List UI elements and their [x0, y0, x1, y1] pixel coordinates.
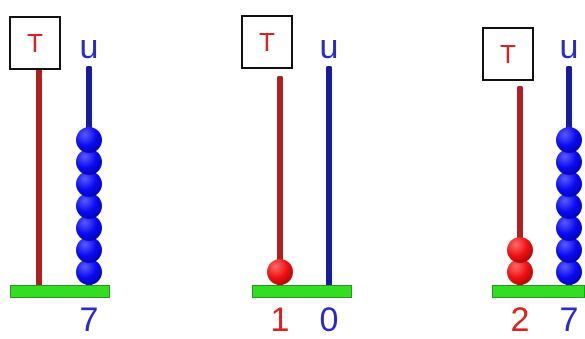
tens-rod [36, 66, 42, 288]
units-bead [556, 215, 582, 241]
abacus-3: T u 2 7 [475, 0, 585, 338]
abacus-base [492, 285, 585, 298]
units-label: u [559, 28, 579, 66]
tens-bead [507, 259, 533, 285]
units-rod [326, 66, 332, 288]
units-bead [76, 259, 102, 285]
units-label: u [79, 28, 99, 66]
abacus-2: T u 1 0 [235, 0, 385, 338]
abacus-base [252, 285, 352, 298]
units-digit: 7 [79, 301, 99, 339]
tens-label: T [241, 15, 293, 69]
tens-rod [277, 76, 283, 288]
units-bead [556, 193, 582, 219]
units-bead [556, 259, 582, 285]
tens-label: T [482, 27, 534, 81]
abacus-1: T u 7 [0, 0, 170, 338]
abacus-base [10, 285, 110, 298]
units-bead [76, 149, 102, 175]
tens-rod [517, 86, 523, 288]
units-bead [556, 127, 582, 153]
units-bead [76, 237, 102, 263]
units-bead [76, 127, 102, 153]
units-label: u [319, 28, 339, 66]
units-digit: 7 [559, 301, 579, 339]
units-digit: 0 [319, 301, 339, 339]
units-bead [556, 171, 582, 197]
units-bead [76, 215, 102, 241]
tens-bead [267, 259, 293, 285]
tens-label: T [9, 16, 61, 70]
tens-bead [507, 237, 533, 263]
units-bead [556, 149, 582, 175]
units-bead [76, 193, 102, 219]
tens-digit: 2 [510, 301, 530, 339]
units-bead [556, 237, 582, 263]
tens-digit: 1 [270, 301, 290, 339]
units-bead [76, 171, 102, 197]
